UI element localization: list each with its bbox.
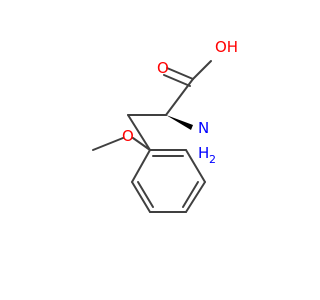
bond-c-o-double-1 bbox=[166, 67, 194, 80]
bond-cooh-calpha bbox=[165, 78, 194, 116]
ring-bond-4 bbox=[185, 181, 206, 213]
bond-o-ch3 bbox=[92, 137, 124, 151]
amine-nitrogen-label: N bbox=[198, 119, 209, 137]
ring-inner-bond-2 bbox=[182, 181, 199, 208]
carbonyl-oxygen-label: O bbox=[157, 59, 169, 77]
ring-bond-5 bbox=[185, 149, 206, 183]
methoxy-oxygen-label: O bbox=[122, 127, 134, 145]
bond-c-oh bbox=[192, 60, 212, 80]
molecule-structure: OH O N H 2 O bbox=[92, 38, 238, 213]
amine-hydrogen-label: H bbox=[198, 144, 209, 162]
ring-bond-1 bbox=[131, 149, 151, 183]
hydroxyl-label: OH bbox=[215, 38, 238, 56]
stereo-wedge-bond bbox=[166, 115, 193, 130]
bond-c-o-double-2 bbox=[163, 74, 191, 87]
structure-canvas: OH O N H 2 O bbox=[92, 38, 238, 213]
bond-ring-ome bbox=[132, 137, 151, 151]
ring-inner-bond-1 bbox=[137, 181, 154, 208]
ring-bond-2 bbox=[131, 181, 151, 213]
bond-ch2-ring bbox=[127, 114, 151, 151]
amine-hydrogen-subscript: 2 bbox=[209, 153, 216, 166]
